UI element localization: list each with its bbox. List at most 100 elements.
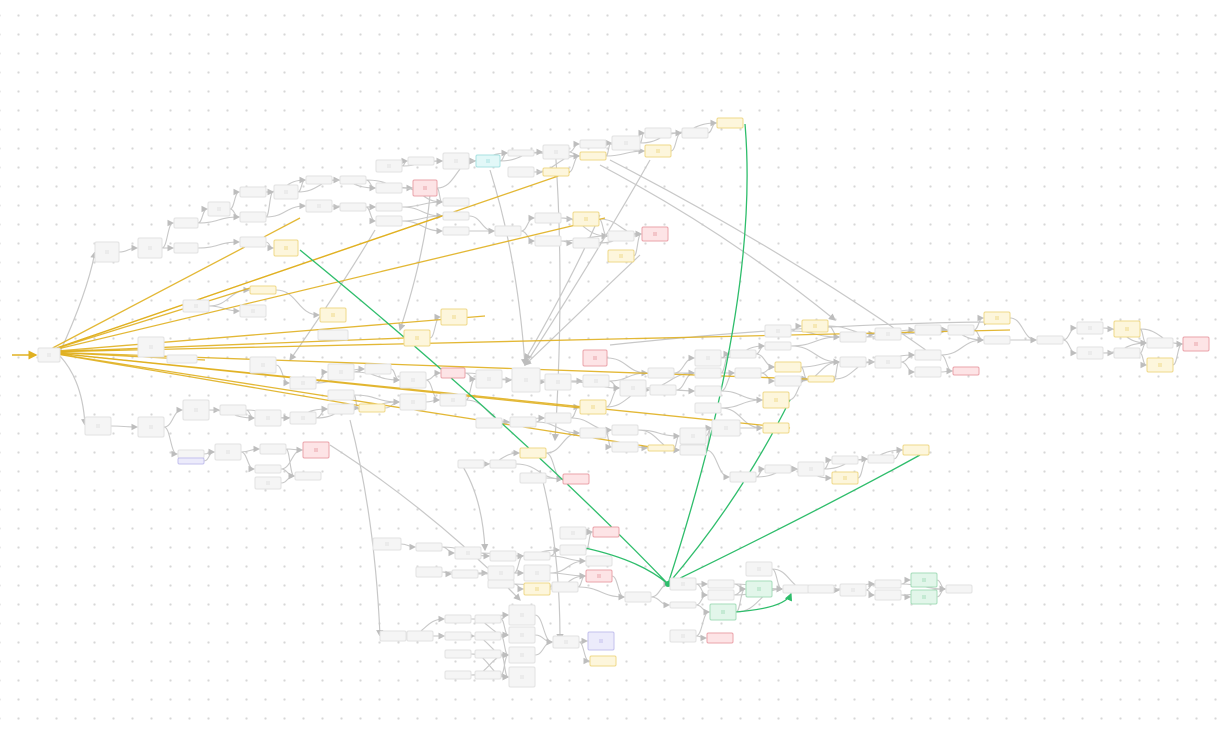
workflow-node[interactable] — [559, 526, 587, 540]
workflow-node[interactable] — [910, 589, 938, 605]
workflow-node[interactable] — [137, 416, 165, 438]
workflow-node[interactable] — [914, 349, 942, 361]
workflow-node[interactable] — [358, 403, 386, 413]
workflow-node[interactable] — [764, 464, 792, 474]
workflow-node[interactable] — [729, 471, 757, 483]
workflow-node[interactable] — [592, 526, 620, 538]
workflow-node[interactable] — [572, 237, 600, 249]
workflow-node[interactable] — [544, 373, 572, 391]
node-box[interactable] — [867, 454, 895, 464]
workflow-node[interactable] — [1146, 337, 1174, 349]
node-box[interactable] — [952, 366, 980, 376]
node-box[interactable] — [647, 367, 675, 379]
node-box[interactable] — [444, 614, 472, 624]
node-box[interactable] — [729, 349, 757, 359]
workflow-node[interactable] — [327, 389, 355, 401]
node-box[interactable] — [551, 581, 579, 593]
workflow-node[interactable] — [874, 579, 902, 589]
node-box[interactable] — [694, 385, 722, 397]
workflow-node[interactable] — [508, 626, 536, 644]
workflow-node[interactable] — [451, 569, 479, 579]
workflow-node[interactable] — [214, 443, 242, 461]
node-box[interactable] — [914, 366, 942, 378]
workflow-node[interactable] — [474, 614, 502, 624]
node-box[interactable] — [523, 551, 551, 561]
workflow-node[interactable] — [415, 566, 443, 578]
node-box[interactable] — [679, 444, 707, 456]
workflow-node[interactable] — [585, 555, 613, 567]
workflow-node[interactable] — [249, 285, 277, 295]
workflow-node[interactable] — [641, 226, 669, 242]
workflow-node[interactable] — [902, 444, 930, 456]
node-box[interactable] — [487, 579, 515, 589]
workflow-node[interactable] — [1182, 336, 1210, 352]
node-box[interactable] — [559, 544, 587, 556]
workflow-node[interactable] — [444, 649, 472, 659]
workflow-node[interactable] — [607, 230, 635, 242]
node-box[interactable] — [831, 455, 859, 465]
workflow-node[interactable] — [507, 166, 535, 178]
node-box[interactable] — [177, 457, 205, 465]
node-box[interactable] — [305, 175, 333, 185]
node-box[interactable] — [764, 464, 792, 474]
node-box[interactable] — [444, 649, 472, 659]
node-box[interactable] — [379, 630, 407, 642]
workflow-node[interactable] — [579, 427, 607, 439]
workflow-node[interactable] — [440, 367, 466, 379]
workflow-node[interactable] — [454, 546, 482, 560]
workflow-node[interactable] — [619, 379, 647, 397]
node-box[interactable] — [519, 472, 547, 484]
node-box[interactable] — [807, 584, 835, 594]
workflow-node[interactable] — [273, 239, 299, 257]
workflow-node[interactable] — [572, 211, 600, 227]
workflow-node[interactable] — [807, 375, 835, 383]
node-box[interactable] — [219, 404, 247, 416]
workflow-node[interactable] — [585, 569, 613, 583]
node-box[interactable] — [364, 363, 392, 375]
node-box[interactable] — [534, 235, 562, 247]
node-box[interactable] — [592, 526, 620, 538]
node-box[interactable] — [706, 632, 734, 644]
workflow-node[interactable] — [914, 324, 942, 336]
workflow-node[interactable] — [681, 127, 709, 139]
workflow-node[interactable] — [519, 472, 547, 484]
workflow-node[interactable] — [707, 589, 735, 601]
node-box[interactable] — [519, 447, 547, 459]
workflow-node[interactable] — [797, 461, 825, 477]
node-box[interactable] — [729, 471, 757, 483]
node-box[interactable] — [983, 335, 1011, 345]
workflow-node[interactable] — [523, 564, 551, 582]
workflow-node[interactable] — [745, 561, 773, 577]
workflow-node[interactable] — [177, 449, 205, 459]
workflow-node[interactable] — [519, 447, 547, 459]
workflow-node[interactable] — [679, 427, 707, 445]
workflow-node[interactable] — [254, 476, 282, 490]
workflow-node[interactable] — [716, 117, 744, 129]
node-box[interactable] — [611, 441, 639, 453]
node-box[interactable] — [716, 117, 744, 129]
node-box[interactable] — [327, 389, 355, 401]
workflow-node[interactable] — [137, 336, 165, 358]
node-box[interactable] — [166, 354, 198, 364]
workflow-node[interactable] — [317, 329, 349, 341]
node-box[interactable] — [173, 217, 199, 229]
workflow-node[interactable] — [734, 367, 762, 379]
workflow-node[interactable] — [457, 459, 485, 469]
node-box[interactable] — [474, 614, 502, 624]
workflow-node[interactable] — [173, 217, 199, 229]
workflow-node[interactable] — [644, 144, 672, 158]
node-box[interactable] — [1113, 347, 1141, 359]
node-box[interactable] — [375, 215, 403, 227]
workflow-node[interactable] — [239, 211, 267, 223]
workflow-node[interactable] — [679, 444, 707, 456]
workflow-node[interactable] — [910, 572, 938, 588]
workflow-node[interactable] — [294, 471, 322, 481]
node-box[interactable] — [774, 361, 802, 373]
node-box[interactable] — [509, 416, 537, 428]
node-box[interactable] — [774, 375, 802, 387]
workflow-node[interactable] — [444, 631, 472, 641]
workflow-node[interactable] — [874, 355, 902, 369]
workflow-node[interactable] — [1036, 335, 1064, 345]
workflow-node[interactable] — [544, 412, 572, 424]
workflow-node[interactable] — [952, 366, 980, 376]
